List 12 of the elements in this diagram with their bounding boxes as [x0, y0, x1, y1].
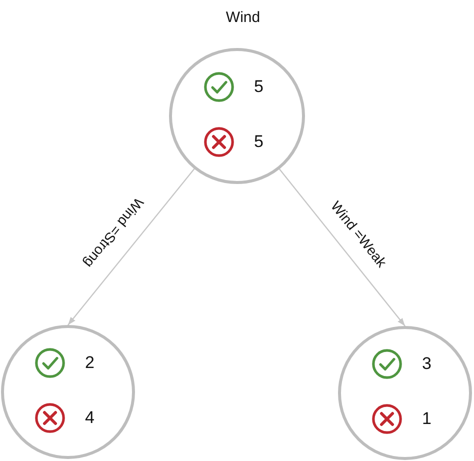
count-number: 4	[85, 408, 94, 428]
count-number: 5	[254, 132, 264, 152]
count-number: 2	[85, 353, 94, 373]
tree-node	[1, 325, 135, 459]
count-number: 1	[422, 409, 432, 429]
tree-node	[338, 326, 472, 460]
arrow	[68, 168, 195, 326]
count-number: 5	[254, 77, 264, 97]
title: Wind	[226, 8, 260, 28]
count-number: 3	[422, 354, 432, 374]
arrow	[279, 168, 406, 326]
tree-node	[169, 48, 305, 184]
